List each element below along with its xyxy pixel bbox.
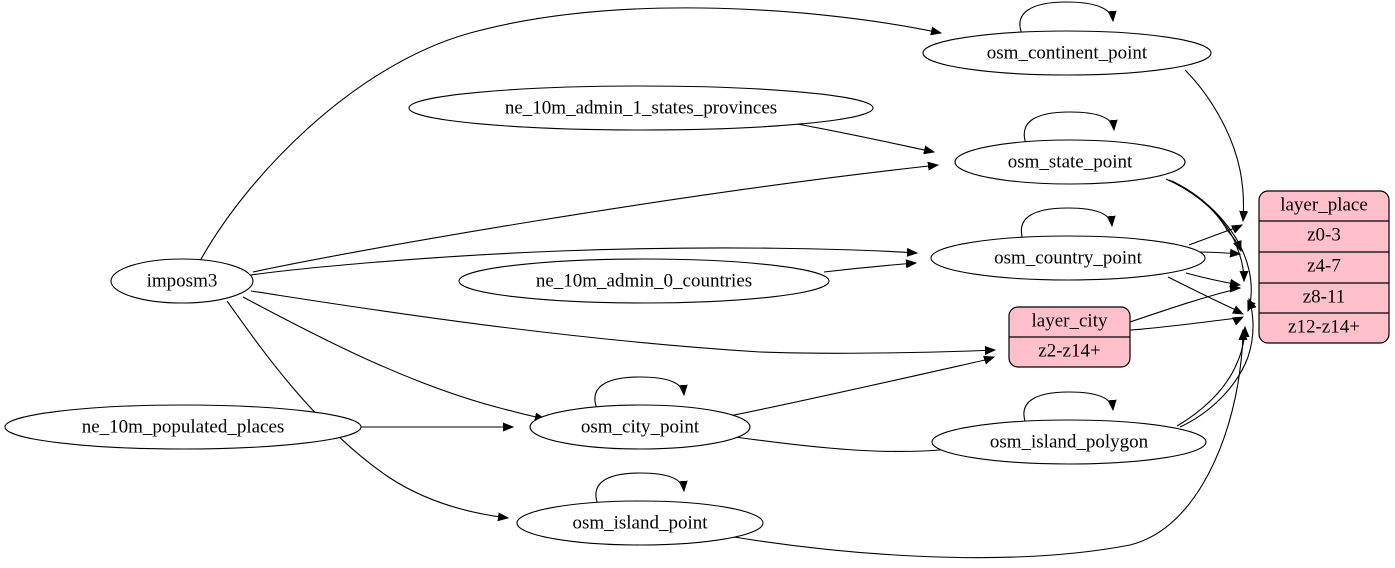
edge-osm-continent-point-to-layer-place-z0-3: [1184, 69, 1244, 221]
edge-layer-city-to-layer-place-z12-z14: [1129, 317, 1243, 331]
node-label-ne-populated: ne_10m_populated_places: [82, 416, 285, 437]
node-osm-island-polygon[interactable]: osm_island_polygon: [931, 419, 1207, 465]
node-osm-island-point[interactable]: osm_island_point: [516, 500, 764, 546]
edge-self-loop-osm-state-point: [1023, 111, 1114, 145]
node-osm-country-point[interactable]: osm_country_point: [930, 235, 1206, 281]
edge-osm-island-polygon-to-layer-place-z8-11: [1179, 299, 1253, 428]
node-imposm3[interactable]: imposm3: [110, 258, 254, 304]
layer-place-title: layer_place: [1280, 194, 1368, 215]
node-label-imposm3: imposm3: [147, 270, 218, 291]
node-layer: imposm3 ne_10m_admin_1_states_provinces …: [4, 30, 1212, 546]
edge-self-loop-osm-continent-point: [1019, 1, 1113, 35]
node-osm-continent-point[interactable]: osm_continent_point: [922, 30, 1212, 76]
node-layer-place[interactable]: layer_place z0-3 z4-7 z8-11 z12-z14+: [1258, 190, 1390, 344]
node-label-osm-city-point: osm_city_point: [581, 416, 700, 437]
node-layer-city[interactable]: layer_city z2-z14+: [1008, 306, 1131, 368]
edge-imposm3-to-layer-city: [250, 290, 995, 353]
edge-self-loop-osm-country-point: [1020, 207, 1112, 241]
edge-osm-country-point-to-layer-place-z12-z14: [1167, 276, 1243, 314]
edge-self-loop-osm-island-point: [595, 472, 684, 506]
node-label-ne-countries: ne_10m_admin_0_countries: [536, 270, 752, 291]
node-label-osm-state-point: osm_state_point: [1008, 151, 1133, 172]
layer-place-row-z0-3[interactable]: z0-3: [1307, 224, 1341, 245]
node-osm-state-point[interactable]: osm_state_point: [954, 139, 1186, 185]
edge-imposm3-to-osm-country-point: [250, 247, 917, 276]
edge-ne-states-to-osm-state-point: [796, 123, 934, 152]
node-label-osm-island-point: osm_island_point: [572, 512, 708, 533]
node-label-osm-island-polygon: osm_island_polygon: [990, 431, 1149, 452]
edge-osm-island-point-to-layer-place-z12-z14: [727, 330, 1243, 559]
edge-imposm3-to-osm-state-point: [252, 165, 938, 273]
edge-imposm3-to-osm-continent-point: [199, 7, 941, 262]
node-ne-10m-populated-places[interactable]: ne_10m_populated_places: [4, 404, 362, 450]
node-ne-10m-admin-1-states-provinces[interactable]: ne_10m_admin_1_states_provinces: [408, 85, 874, 131]
layer-place-row-z4-7[interactable]: z4-7: [1307, 255, 1341, 276]
edge-imposm3-to-osm-island-point: [226, 300, 508, 518]
edge-osm-country-point-to-layer-place-z0-3: [1188, 225, 1242, 246]
edge-imposm3-to-osm-city-point: [242, 296, 545, 419]
edge-osm-country-point-to-layer-place-z8-11: [1185, 272, 1240, 285]
edge-osm-island-polygon-to-layer-place-z12-z14: [1176, 327, 1245, 427]
node-label-ne-states: ne_10m_admin_1_states_provinces: [505, 97, 777, 118]
edge-self-loop-osm-island-polygon: [1023, 391, 1113, 425]
edge-layer-city-to-layer-place-z8-11: [1129, 288, 1240, 323]
node-label-osm-continent-point: osm_continent_point: [987, 42, 1148, 63]
node-ne-10m-admin-0-countries[interactable]: ne_10m_admin_0_countries: [458, 258, 830, 304]
node-label-osm-country-point: osm_country_point: [994, 247, 1142, 268]
layer-place-row-z8-11[interactable]: z8-11: [1303, 286, 1346, 307]
layer-city-row-z2-z14[interactable]: z2-z14+: [1038, 340, 1100, 361]
edge-ne-countries-to-osm-country-point: [823, 263, 916, 273]
edge-layer: [199, 1, 1253, 559]
edge-osm-city-point-to-layer-city: [728, 357, 994, 417]
edge-osm-state-point-to-layer-place-z4-7: [1165, 178, 1242, 251]
layer-place-row-z12-z14[interactable]: z12-z14+: [1288, 316, 1360, 337]
layer-city-title: layer_city: [1032, 310, 1108, 331]
node-osm-city-point[interactable]: osm_city_point: [529, 404, 751, 450]
edge-self-loop-osm-city-point: [594, 376, 684, 410]
